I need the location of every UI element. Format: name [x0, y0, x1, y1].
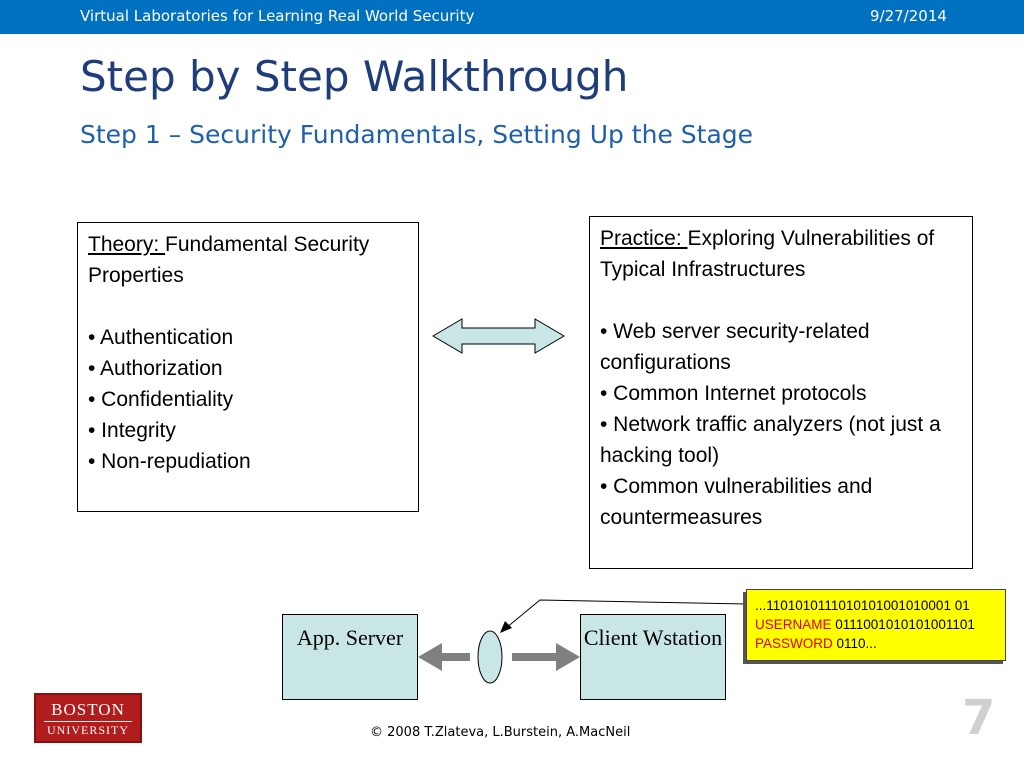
practice-item-traffic-analyzers: • Network traffic analyzers (not just a …: [600, 413, 941, 467]
practice-label: Practice:: [600, 227, 688, 250]
slide-title: Step by Step Walkthrough: [80, 52, 629, 101]
presentation-date: 9/27/2014: [870, 7, 947, 25]
traffic-bits-1: ...1101010111010101001010001 01: [755, 598, 970, 613]
page-number: 7: [962, 690, 996, 746]
practice-heading-text: Exploring Vulnerabilities of Typical Inf…: [600, 227, 935, 281]
boston-university-logo: BOSTON UNIVERSITY: [34, 693, 142, 743]
callout-pointer-line: [505, 599, 747, 629]
theory-list: • Authentication • Authorization • Confi…: [88, 322, 408, 477]
traffic-bits-3: 0110...: [832, 636, 877, 651]
traffic-username: USERNAME: [755, 617, 832, 632]
header-bar: Virtual Laboratories for Learning Real W…: [0, 0, 1024, 34]
client-workstation-node: Client Wstation: [580, 614, 726, 700]
theory-item-authentication: • Authentication: [88, 326, 234, 349]
theory-box: Theory: Fundamental Security Properties …: [77, 222, 419, 512]
practice-item-protocols: • Common Internet protocols: [600, 382, 867, 405]
practice-box: Practice: Exploring Vulnerabilities of T…: [589, 216, 973, 569]
arrowhead-left-icon: [418, 643, 442, 671]
practice-list: • Web server security-related configurat…: [600, 316, 962, 533]
double-arrow-icon: [432, 318, 565, 354]
theory-heading-text: Fundamental Security Properties: [88, 233, 370, 287]
app-server-node: App. Server: [282, 614, 418, 700]
arrowhead-right-icon: [556, 643, 580, 671]
presentation-title: Virtual Laboratories for Learning Real W…: [80, 7, 475, 25]
logo-line-1: BOSTON: [51, 700, 125, 719]
logo-line-2: UNIVERSITY: [44, 721, 132, 737]
sniffer-ellipse-icon: [477, 630, 503, 684]
theory-item-non-repudiation: • Non-repudiation: [88, 450, 251, 473]
theory-item-authorization: • Authorization: [88, 357, 223, 380]
practice-item-vulnerabilities: • Common vulnerabilities and countermeas…: [600, 475, 873, 529]
callout-arrowhead-icon: [500, 621, 512, 633]
theory-item-integrity: • Integrity: [88, 419, 176, 442]
slide-subtitle: Step 1 – Security Fundamentals, Setting …: [80, 120, 754, 149]
practice-item-web-server: • Web server security-related configurat…: [600, 320, 870, 374]
traffic-bits-2: 0111001010101001101: [831, 617, 975, 632]
practice-heading: Practice: Exploring Vulnerabilities of T…: [600, 223, 962, 285]
theory-item-confidentiality: • Confidentiality: [88, 388, 234, 411]
traffic-capture-box: ...1101010111010101001010001 01 USERNAME…: [746, 589, 1006, 661]
theory-label: Theory:: [88, 233, 166, 256]
copyright-footer: © 2008 T.Zlateva, L.Burstein, A.MacNeil: [370, 725, 631, 740]
theory-heading: Theory: Fundamental Security Properties: [88, 229, 408, 291]
traffic-password: PASSWORD: [755, 636, 833, 651]
